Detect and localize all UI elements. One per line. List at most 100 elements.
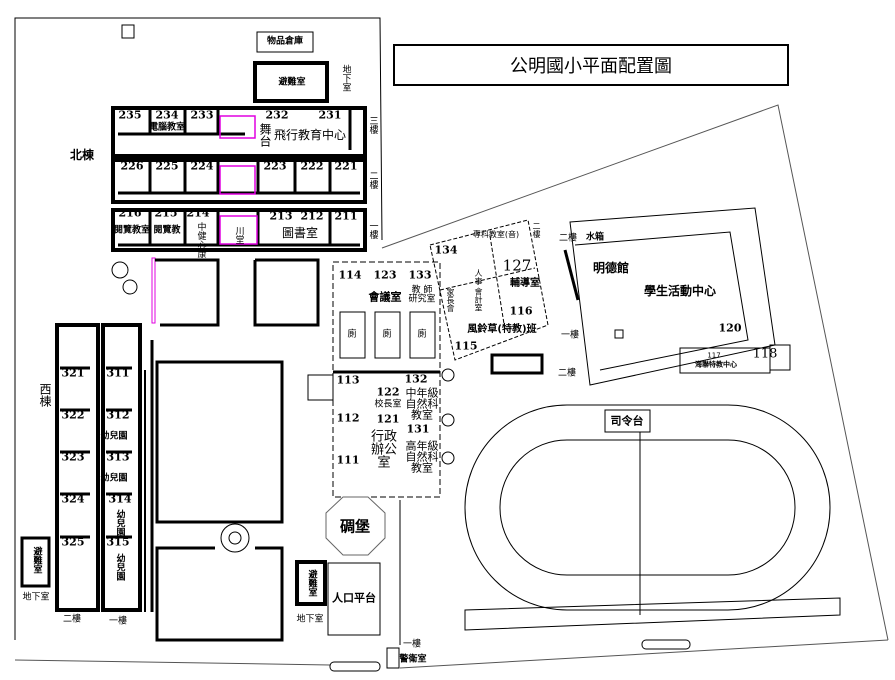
room-325: 325 <box>61 535 85 549</box>
room-323: 323 <box>61 450 85 464</box>
special-ed-center-label: 海聯特教中心 <box>695 360 737 369</box>
parents-assoc-label: 家長會 <box>446 288 455 312</box>
campus-boundary-east <box>381 104 889 641</box>
room-221: 221 <box>334 159 358 173</box>
room-113: 113 <box>336 373 360 387</box>
restroom-2-label: 廁 <box>382 329 392 340</box>
room-231: 231 <box>318 108 342 122</box>
room-212: 212 <box>300 209 324 223</box>
floor1-label: 一樓 <box>367 221 378 239</box>
room-312: 312 <box>106 408 130 422</box>
room-211: 211 <box>334 209 358 223</box>
stage-label: 舞台 <box>258 123 272 147</box>
kindergarten-label-313: 幼兒園 <box>100 473 128 484</box>
special-ed-class-label: 風鈴草(特教)班 <box>467 324 537 335</box>
room-232: 232 <box>265 108 289 122</box>
library-label: 圖書室 <box>281 226 319 240</box>
center-floor1-label: 一樓 <box>560 330 580 341</box>
room-233: 233 <box>190 108 214 122</box>
west-wing-label: 西棟 <box>38 383 52 407</box>
room-122: 122 <box>376 385 400 399</box>
health-center-label: 中健心康 <box>195 222 206 258</box>
music-room-label: 專科教室(音) <box>472 230 520 239</box>
kindergarten-label-315: 幼兒園 <box>114 553 125 581</box>
personnel-office-label: 人事 會計室 <box>474 268 483 312</box>
kindergarten-label-314: 幼兒園 <box>114 509 125 537</box>
guard-room-label: 警衛室 <box>399 654 427 665</box>
water-tank-label: 水箱 <box>585 232 605 243</box>
north-wing-label: 北棟 <box>69 148 95 162</box>
annex-floor-label: 二樓 <box>532 222 541 238</box>
mingde-hall-label: 明德館 <box>592 261 630 275</box>
floor2-label: 二樓 <box>367 171 378 189</box>
room-226: 226 <box>120 159 144 173</box>
room-324: 324 <box>61 492 85 506</box>
room-134: 134 <box>434 243 458 257</box>
room-234: 234 <box>155 108 179 122</box>
room-132: 132 <box>404 372 428 386</box>
room-131: 131 <box>406 422 430 436</box>
north-shelter-label: 避難室 <box>278 77 306 88</box>
storage-building <box>256 31 314 53</box>
room-215: 215 <box>154 206 178 220</box>
fountain <box>220 523 250 553</box>
restroom-1-label: 廁 <box>347 329 357 340</box>
room-321: 321 <box>61 366 85 380</box>
center-floor2-label: 二樓 <box>557 368 577 379</box>
room-224: 224 <box>190 159 214 173</box>
room-117: 117 <box>707 351 721 360</box>
room-120: 120 <box>718 321 742 335</box>
principal-office-label: 校長室 <box>374 399 402 410</box>
teacher-lab-label: 教 師 研究室 <box>408 285 436 305</box>
room-121: 121 <box>376 412 400 426</box>
room-116: 116 <box>509 304 533 318</box>
room-127: 127 <box>502 256 532 275</box>
restroom-3-label: 廁 <box>417 329 427 340</box>
running-track-outer <box>464 404 831 611</box>
mid-science-room-label: 中年級 自然科 教室 <box>405 386 439 422</box>
floor3-label: 三樓 <box>367 116 378 134</box>
hall-label: 川堂 <box>233 226 244 244</box>
west-floor2-label: 二樓 <box>62 614 82 625</box>
room-311: 311 <box>106 366 130 380</box>
student-activity-center-label: 學生活動中心 <box>643 284 717 298</box>
computer-room-label: 電腦教室 <box>148 122 186 133</box>
north-shelter <box>253 61 329 103</box>
bunker-outline <box>325 496 386 556</box>
high-science-room-label: 高年級 自然科 教室 <box>405 439 439 475</box>
room-114: 114 <box>338 268 362 282</box>
west-shelter-label: 避難室 <box>31 546 42 574</box>
guard-floor-label: 一樓 <box>402 639 422 650</box>
room-235: 235 <box>118 108 142 122</box>
room-118: 118 <box>752 346 778 362</box>
map-title: 公明國小平面配置圖 <box>393 44 789 86</box>
central-shelter-label: 避難室 <box>306 569 317 597</box>
room-313: 313 <box>106 450 130 464</box>
west-basement-label: 地下室 <box>22 592 50 603</box>
storage-label: 物品倉庫 <box>266 36 304 47</box>
entrance-platform-label: 人口平台 <box>332 591 376 605</box>
room-222: 222 <box>300 159 324 173</box>
room-213: 213 <box>269 209 293 223</box>
room-322: 322 <box>61 408 85 422</box>
kindergarten-label-312: 幼兒園 <box>100 431 128 442</box>
room-314: 314 <box>108 492 132 506</box>
room-133: 133 <box>408 268 432 282</box>
room-315: 315 <box>106 535 130 549</box>
center-floor2-label-top: 二樓 <box>558 233 578 244</box>
admin-office-label: 行政 辦公室 <box>370 429 397 471</box>
west-floor1-label: 一樓 <box>108 616 128 627</box>
reading-room-2-label: 閱覽教 <box>153 225 181 236</box>
west-shelter <box>20 536 51 588</box>
flight-center-label: 飛行教育中心 <box>273 128 347 142</box>
meeting-room-label: 會議室 <box>368 290 402 304</box>
room-216: 216 <box>118 206 142 220</box>
room-111: 111 <box>336 453 360 467</box>
room-112: 112 <box>336 411 360 425</box>
room-214: 214 <box>186 206 210 220</box>
bunker-label: 碉堡 <box>339 517 371 536</box>
room-115: 115 <box>454 339 478 353</box>
north-basement-label: 地下室 <box>340 64 351 92</box>
